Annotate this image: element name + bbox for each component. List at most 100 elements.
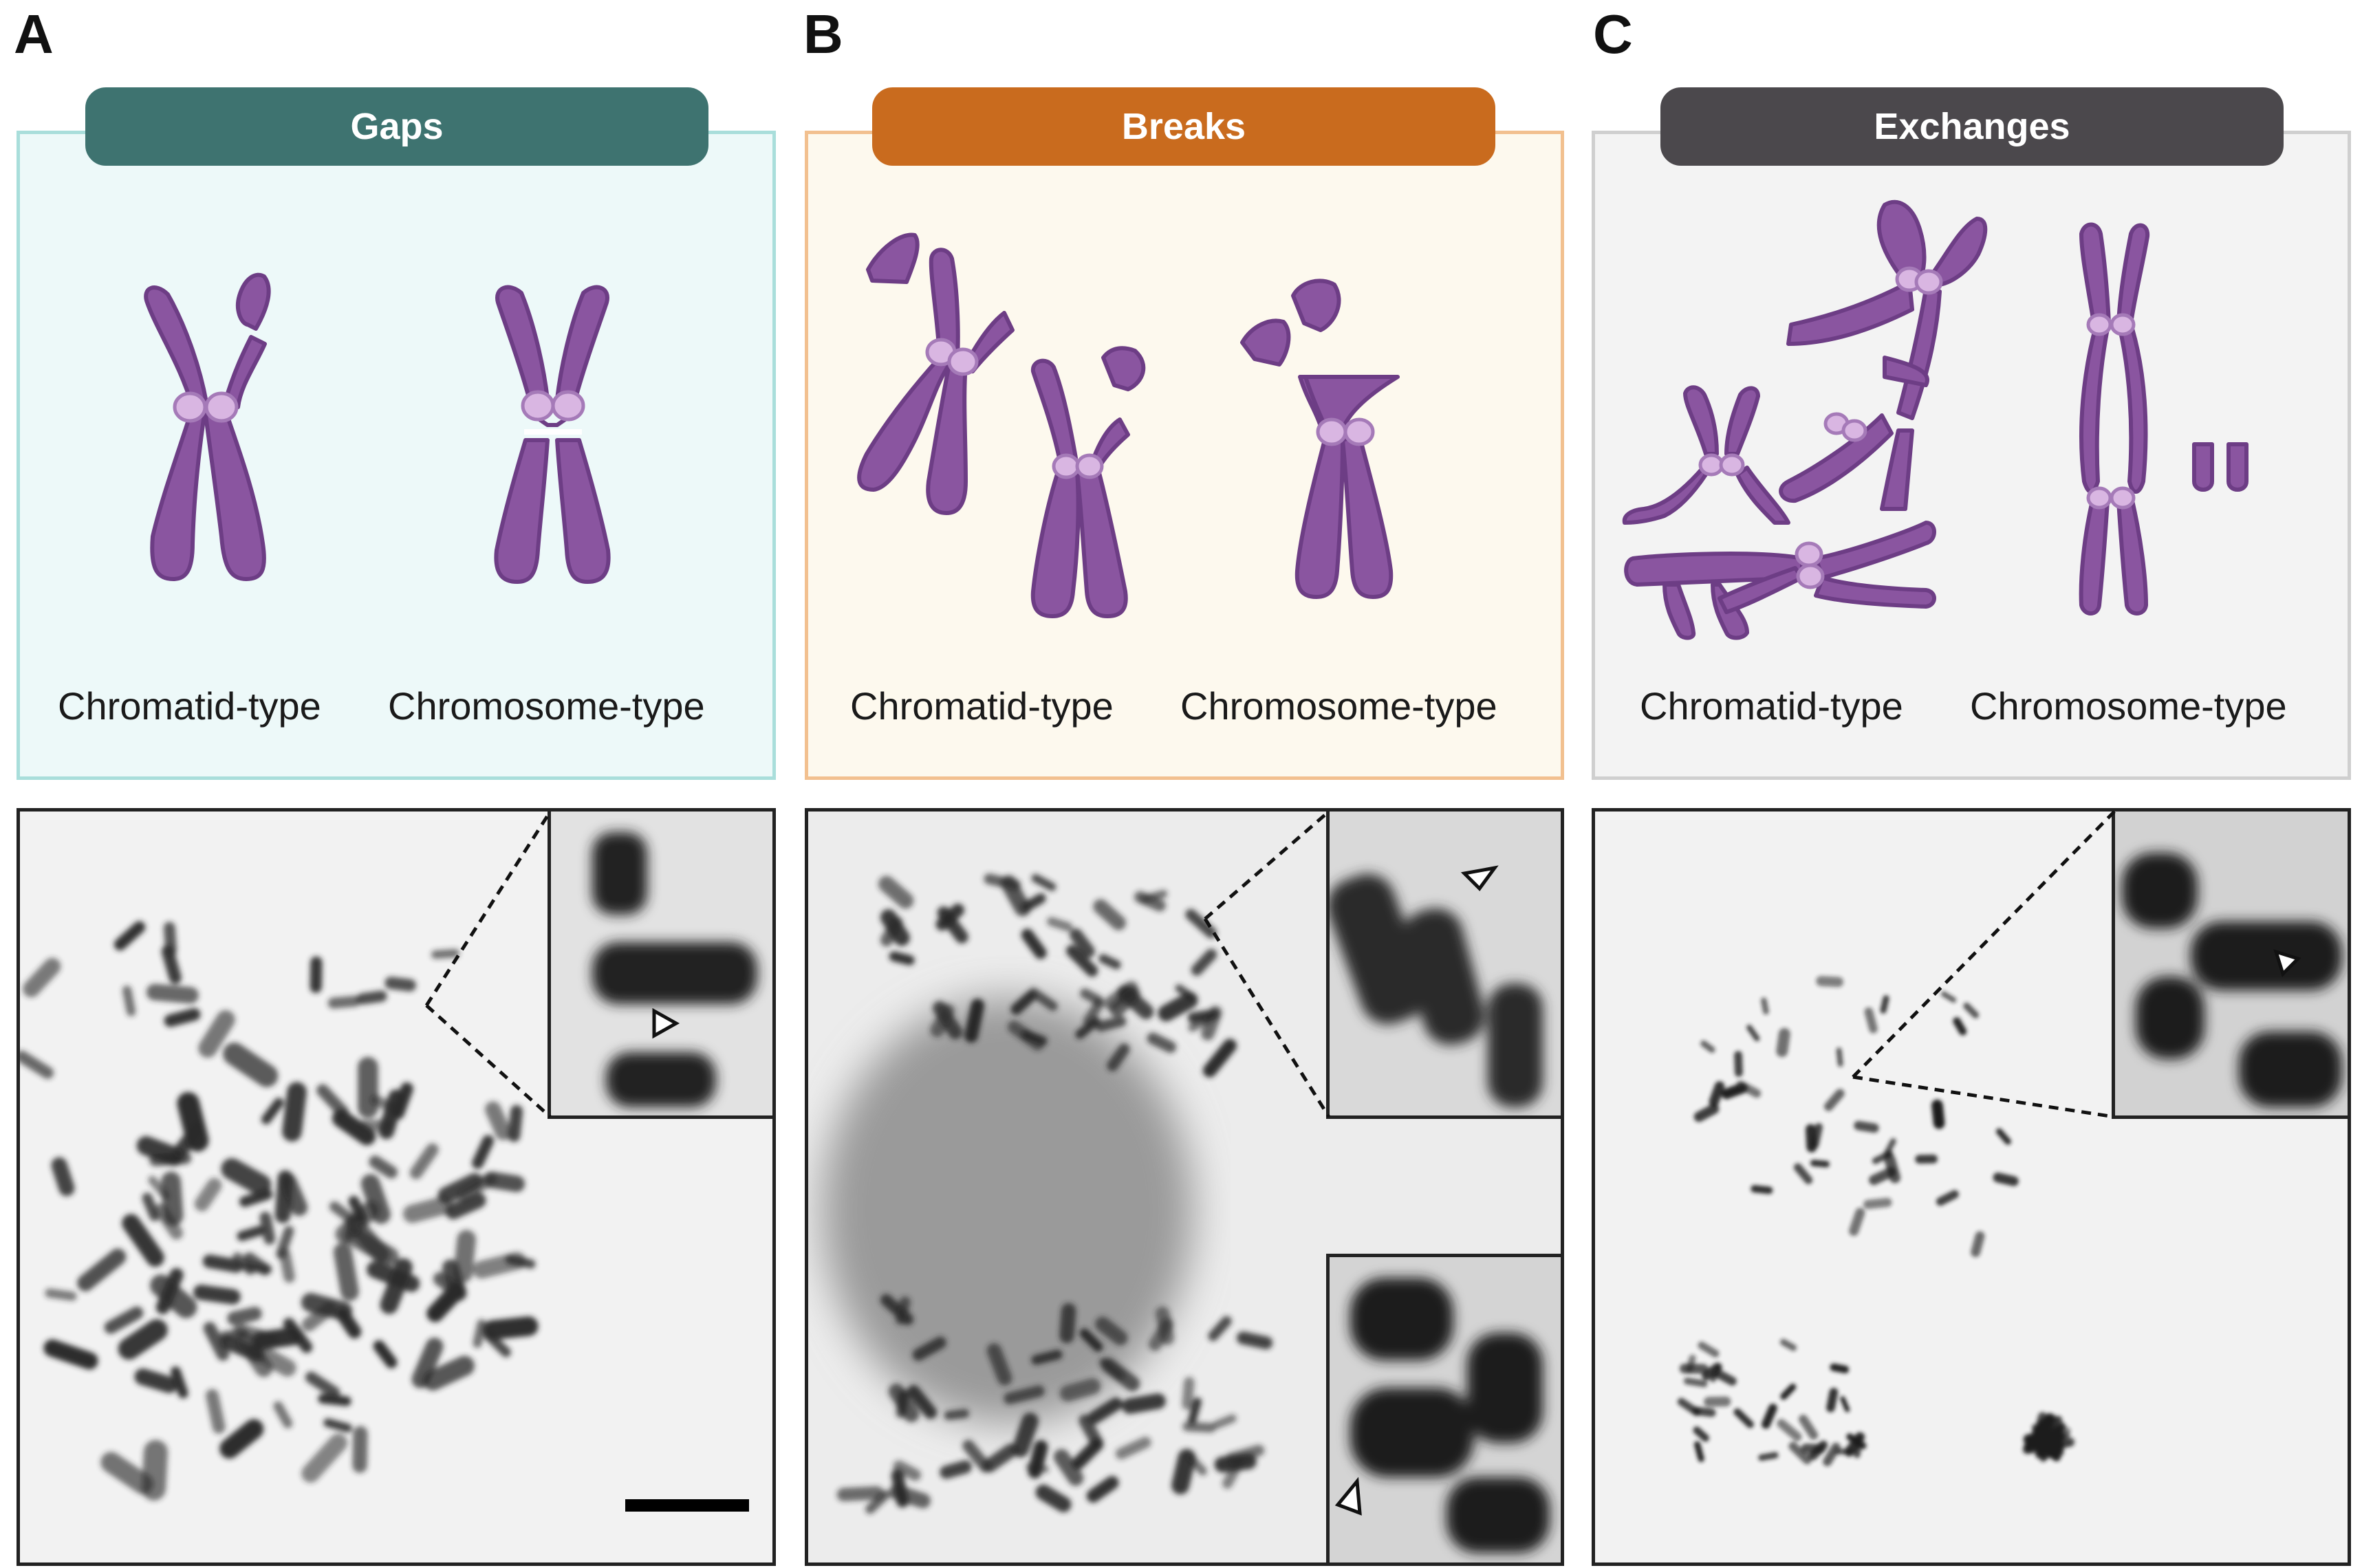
chromosome-mark [273,1401,293,1428]
chromosome-spread [20,921,539,1501]
chromosome-mark [409,1143,439,1179]
chromosome-mark [1107,1043,1130,1071]
chromosome-mark [402,1196,452,1223]
chromosome-mark [1021,928,1047,959]
chromosome-mark [1010,990,1037,1015]
chromosome-mark [1079,1328,1103,1352]
chromosome-mark [221,1158,272,1196]
gaps-diagram-box [17,131,776,780]
chromosome-mark [1995,1128,2011,1145]
exchanges-header-pill: Exchanges [1660,87,2284,166]
chromosome-mark [472,1135,495,1169]
chromosome-mark [1185,908,1217,939]
chromosome-mark [1830,1363,1850,1373]
chromosome-mark [1854,1120,1879,1133]
chromosome-mark [1788,1441,1812,1465]
chromosome-mark [1709,1081,1725,1107]
chromosome-mark [1799,1415,1819,1440]
chromosome-mark [865,1490,890,1514]
chromosome-mark [118,1319,168,1360]
chromosome-mark [1059,1303,1076,1344]
breaks-chromosome-type-label: Chromosome-type [1180,684,1497,728]
chromosome-mark [1031,873,1057,891]
chromosome-mark [1883,1138,1896,1157]
chromosome-mark [1070,928,1095,958]
chromosome-mark [891,1469,909,1508]
chromosome-mark [1710,1365,1721,1382]
chromosome-mark [358,1056,378,1118]
chromosome-mark [323,1418,352,1433]
chromosome-mark [20,1050,54,1079]
chromosome-mark [23,957,61,998]
chromosome-mark [1746,1024,1760,1042]
chromosome-mark [148,1175,170,1200]
chromosome-mark [348,1195,367,1223]
chromosome-mark [912,1336,946,1361]
chromosome-illustrations [144,199,2249,640]
chromosome-spread [836,873,1273,1514]
chromosome-mark [1677,1397,1701,1416]
chromosome-mark [113,921,146,951]
chromosome-mark [177,1091,209,1152]
chromosome-mark [1213,1414,1237,1429]
chromosome-mark [1700,1040,1715,1053]
chromosome-mark [1863,1197,1892,1210]
chromosome-mark [276,1226,294,1259]
chromosome-mark [431,948,459,959]
chromosome-mark [1053,1449,1084,1486]
chromosome-mark [1093,899,1127,930]
chromosome-mark [1182,1422,1216,1433]
chromosome-mark [2050,1437,2075,1449]
chromosome-mark [1222,1456,1245,1489]
chromosome-mark [194,1177,222,1212]
arrowhead-icon [1460,865,1499,891]
chromosome-mark [122,986,136,1016]
chromosome-mark [1182,1377,1195,1410]
panel-letter-b: B [803,3,843,65]
chromosome-mark [1225,1444,1265,1464]
chromosome-mark [223,1042,279,1087]
chromosome-mark [237,1226,265,1241]
chromosome-mark [1836,1047,1843,1067]
chromosome-mark [161,945,182,984]
chromosome-mark [1733,1408,1754,1428]
chromosome-mark [836,1486,884,1501]
chromosome-mark [457,1172,497,1202]
breaks-chromatid-type-label: Chromatid-type [850,684,1114,728]
chromosome-mark [104,1306,144,1334]
exchanges-chromosome-type-label: Chromosome-type [1970,684,2287,728]
chromosome-mark [1095,1016,1127,1032]
chromosome-mark [1099,1358,1125,1380]
chromosome-mark [301,1301,336,1332]
chromosome-mark [1095,1316,1128,1346]
chromosome-mark [327,995,361,1009]
chromosome-mark [122,1214,164,1267]
chromosome-mark [1087,1397,1123,1424]
chromosome-mark [1004,1385,1045,1405]
chromosome-mark [1686,1354,1696,1373]
chromosome-spread [1677,976,2075,1466]
chromosome-mark [1880,995,1889,1014]
chromosome-mark [1823,1089,1845,1111]
chromosome-mark [1823,1442,1841,1466]
chromosome-mark [45,1288,77,1301]
chromosome-mark [2037,1419,2055,1446]
chromosome-mark [1026,1463,1050,1473]
chromosome-mark [1963,1002,1980,1019]
chromosome-mark [356,990,387,1005]
chromosome-exchange-figure [2079,222,2249,616]
chromosome-mark [77,1248,127,1292]
breaks-zoom-inset-bottom [1326,1254,1564,1566]
chromosome-mark [219,1419,264,1459]
chromosome-mark [1776,1027,1790,1057]
chromosome-mark [333,1243,359,1301]
chromosome-mark [893,1460,922,1481]
chromosome-mark [1031,1349,1063,1365]
chromosome-mark [1940,991,1957,1003]
chromosome-mark [1059,1378,1101,1402]
chromosome-mark [206,1389,226,1434]
chromosome-mark [1758,1452,1779,1461]
chromosome-mark [437,1173,484,1204]
chromatid-exchange-figure [1622,199,1988,640]
scale-bar [625,1499,749,1512]
